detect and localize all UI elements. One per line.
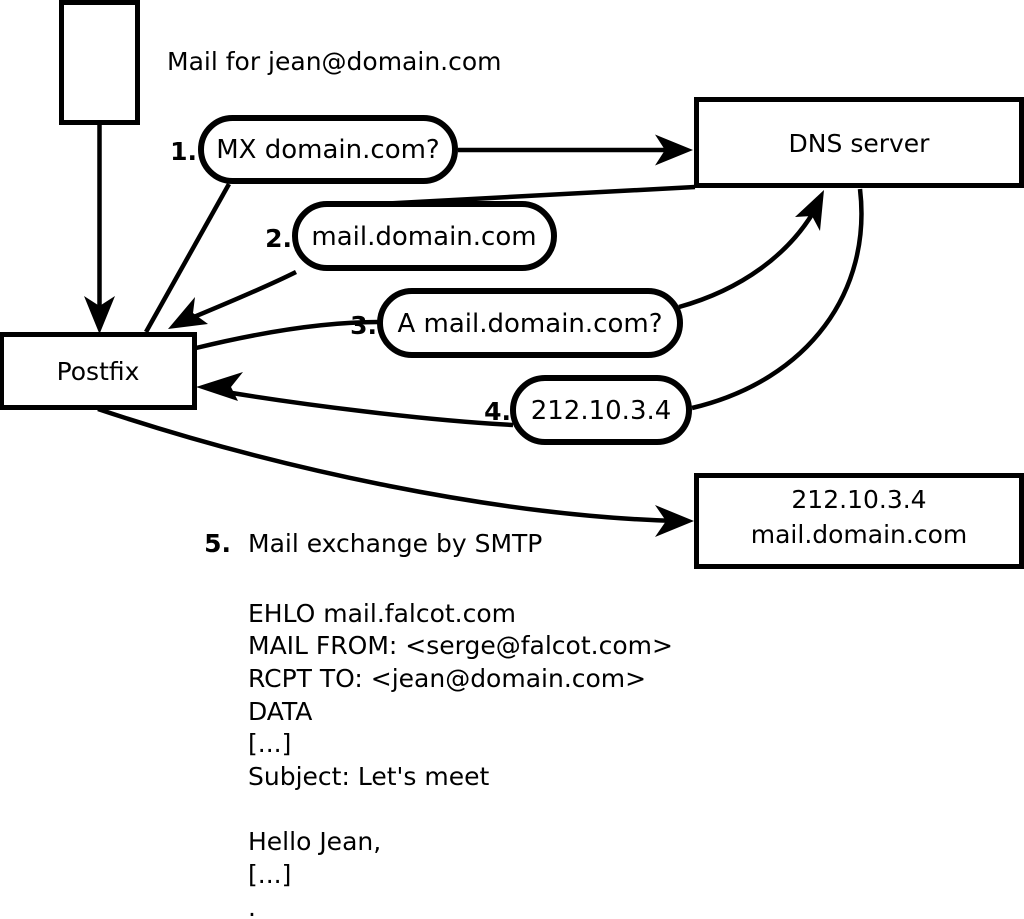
edge-step3-to-dns xyxy=(678,190,824,310)
arrowhead-icon xyxy=(168,297,208,329)
edge-postfix-to-mailserver xyxy=(97,406,694,537)
node-mailserver-ip: 212.10.3.4 xyxy=(791,485,926,514)
smtp-line-1: EHLO mail.falcot.com xyxy=(248,599,516,628)
smtp-line-6: Subject: Let's meet xyxy=(248,762,489,791)
arrowhead-icon xyxy=(84,296,115,334)
smtp-line-8: Hello Jean, xyxy=(248,827,381,856)
smtp-line-2: MAIL FROM: <serge@falcot.com> xyxy=(248,631,673,660)
edge-step1-to-dns xyxy=(458,134,693,166)
step-5-number: 5. xyxy=(204,529,231,558)
smtp-line-10: . xyxy=(248,893,256,919)
smtp-transcript: EHLO mail.falcot.com MAIL FROM: <serge@f… xyxy=(248,599,673,919)
node-dns-label: DNS server xyxy=(789,129,931,158)
node-mailserver-host: mail.domain.com xyxy=(751,520,967,549)
smtp-line-5: [...] xyxy=(248,729,291,758)
edge-step2-to-postfix xyxy=(168,269,298,329)
step-2-label: mail.domain.com xyxy=(311,222,536,252)
step-3-label: A mail.domain.com? xyxy=(398,309,663,339)
edge-step4-to-postfix xyxy=(196,372,514,428)
step-4-number: 4. xyxy=(484,397,511,426)
step-5-label: Mail exchange by SMTP xyxy=(248,529,542,558)
edge-dns-to-step4 xyxy=(691,188,864,411)
arrowhead-icon xyxy=(655,134,693,166)
smtp-line-3: RCPT TO: <jean@domain.com> xyxy=(248,664,646,693)
step-4-bubble: 212.10.3.4 xyxy=(510,375,692,445)
step-2-bubble: mail.domain.com xyxy=(292,201,557,271)
node-sender-box xyxy=(59,0,140,125)
node-postfix-label: Postfix xyxy=(57,357,140,386)
node-postfix-box: Postfix xyxy=(0,332,197,410)
edge-step1-tail-to-postfix xyxy=(144,182,231,334)
step-1-label: MX domain.com? xyxy=(216,135,439,165)
mail-for-caption: Mail for jean@domain.com xyxy=(167,47,502,76)
arrowhead-icon xyxy=(196,372,243,401)
step-3-bubble: A mail.domain.com? xyxy=(377,288,683,358)
edge-sender-to-postfix xyxy=(84,124,115,334)
step-1-number: 1. xyxy=(170,137,197,166)
arrowhead-icon xyxy=(655,505,694,537)
edge-postfix-to-step3 xyxy=(195,319,379,351)
step-2-number: 2. xyxy=(265,224,292,253)
node-mailserver-box: 212.10.3.4 mail.domain.com xyxy=(694,473,1024,569)
smtp-line-9: [...] xyxy=(248,860,291,889)
step-4-label: 212.10.3.4 xyxy=(531,396,672,426)
step-1-bubble: MX domain.com? xyxy=(198,115,458,184)
smtp-line-4: DATA xyxy=(248,697,312,726)
node-dns-box: DNS server xyxy=(694,97,1024,188)
step-3-number: 3. xyxy=(350,311,377,340)
arrowhead-icon xyxy=(795,190,824,231)
